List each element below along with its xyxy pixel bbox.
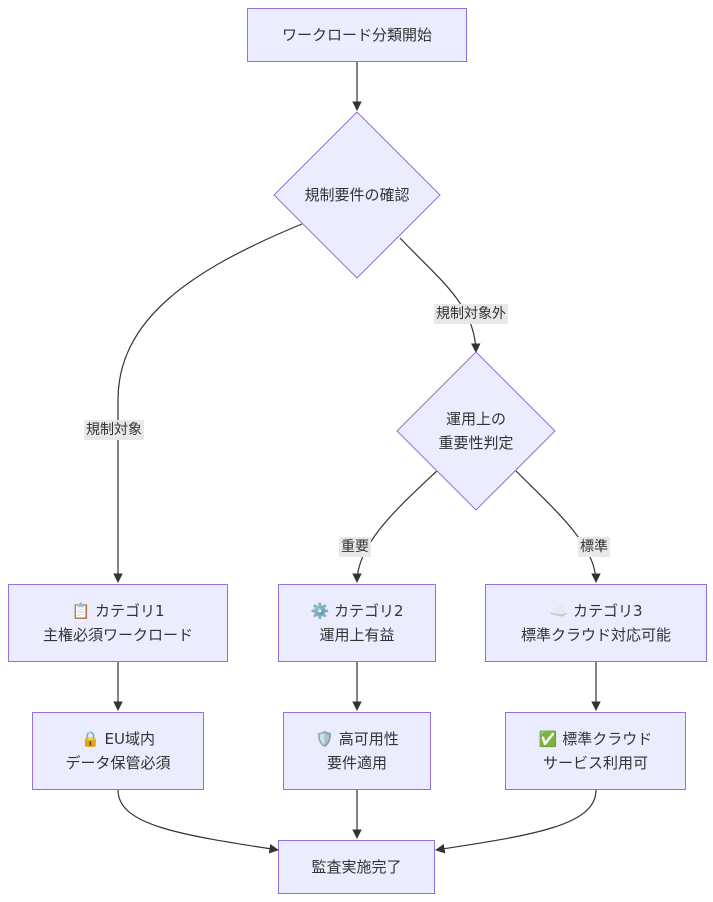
audit-node-text: 監査実施完了 [311,858,402,876]
edge-importance-to-category2 [352,469,439,583]
eu-data-title: 🔒 EU域内 [81,730,155,748]
high-availability-title: 🛡️ 高可用性 [315,730,399,748]
category3-subtitle: 標準クラウド対応可能 [520,626,671,644]
category2-subtitle: 運用上有益 [319,626,395,644]
edge-label-standard: 標準 [578,537,610,557]
importance-check-diamond [396,351,556,511]
importance-check-text-line1: 運用上の [445,410,506,428]
category3-node: ☁️ カテゴリ3 標準クラウド対応可能 [485,584,707,662]
edge-regulation-to-importance [399,237,481,353]
edge-importance-to-category3 [514,469,601,583]
start-node: ワークロード分類開始 [247,8,467,62]
importance-check-label: 運用上の 重要性判定 [416,405,536,457]
regulation-check-diamond [273,111,441,279]
eu-data-subtitle: データ保管必須 [65,754,171,772]
start-node-text: ワークロード分類開始 [281,26,432,44]
category2-node: ⚙️ カテゴリ2 運用上有益 [278,584,436,662]
edge-label-not-regulated: 規制対象外 [434,304,508,324]
regulation-check-label: 規制要件の確認 [284,180,430,210]
high-availability-subtitle: 要件適用 [326,754,387,772]
eu-data-node: 🔒 EU域内 データ保管必須 [32,712,204,790]
category1-node: 📋 カテゴリ1 主権必須ワークロード [8,584,228,662]
edge-standard-cloud-to-audit [435,789,597,854]
category3-title: ☁️ カテゴリ3 [549,602,643,620]
standard-cloud-title: ✅ 標準クラウド [538,730,653,748]
audit-node: 監査実施完了 [278,840,435,894]
high-availability-node: 🛡️ 高可用性 要件適用 [283,712,431,790]
importance-check-text-line2: 重要性判定 [438,434,514,452]
regulation-check-text: 規制要件の確認 [304,186,410,204]
edge-label-important: 重要 [339,537,371,557]
edge-regulation-to-category1 [113,223,303,583]
edge-eu-data-to-audit [117,789,279,854]
category1-subtitle: 主権必須ワークロード [42,626,193,644]
category2-title: ⚙️ カテゴリ2 [310,602,404,620]
standard-cloud-subtitle: サービス利用可 [542,754,648,772]
edge-label-regulated: 規制対象 [84,420,144,440]
category1-title: 📋 カテゴリ1 [71,602,165,620]
standard-cloud-node: ✅ 標準クラウド サービス利用可 [505,712,686,790]
